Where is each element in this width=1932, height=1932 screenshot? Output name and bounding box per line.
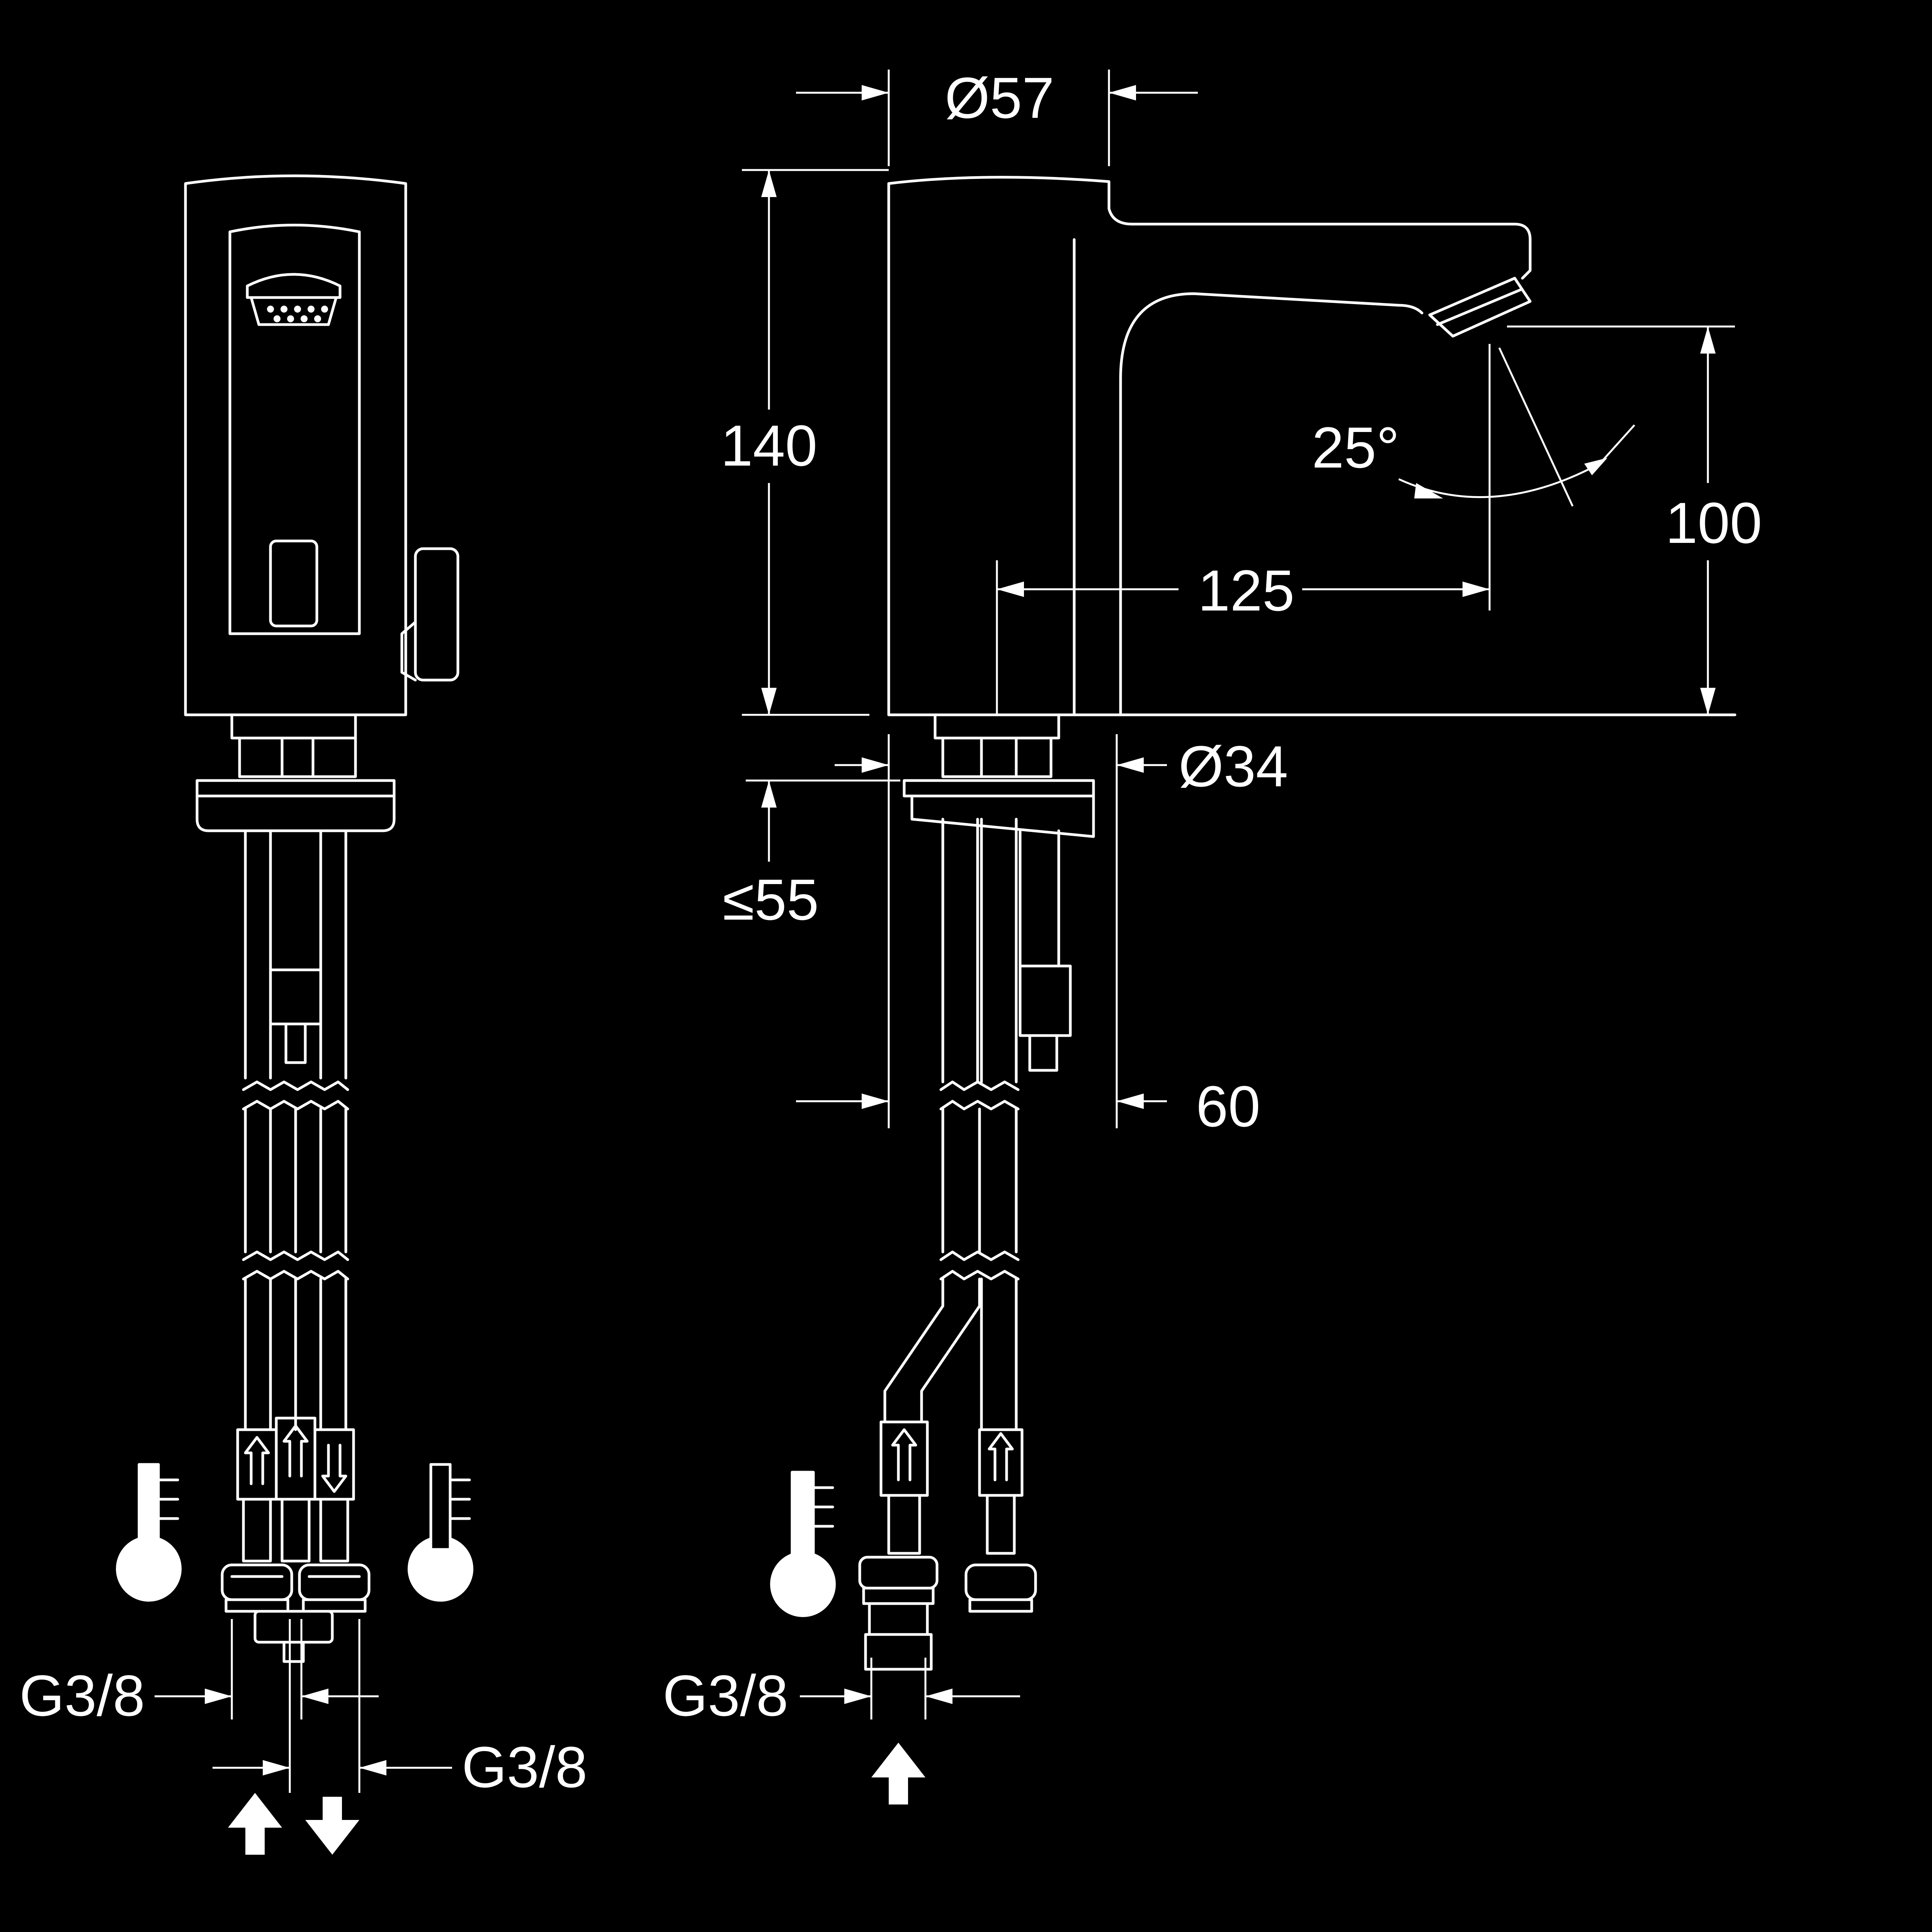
label-hole-offset: 60 [1196,1074,1260,1139]
dimension-lines [742,70,1735,1719]
thread-label-left-b: G3/8 [462,1735,587,1799]
side-view [858,176,1736,1671]
label-spout-height: 100 [1665,490,1762,555]
front-view [184,174,459,1663]
arrow-down-icon [305,1797,359,1855]
label-spout-reach: 125 [1198,558,1294,623]
thermometer-hot-icon-side [770,1471,836,1617]
arrow-up-icon-side [871,1743,925,1804]
label-height-total: 140 [721,413,817,478]
arrow-up-icon [228,1793,282,1855]
thread-dimension-left [155,1619,452,1793]
thread-label-left-a: G3/8 [19,1663,145,1728]
label-angle: 25° [1312,415,1400,480]
label-diameter-base: Ø34 [1179,734,1288,799]
thread-label-right: G3/8 [663,1663,788,1728]
label-max-thickness: ≤55 [723,867,819,932]
thermometer-hot-icon [116,1463,182,1602]
label-diameter-top: Ø57 [945,65,1054,130]
thermometer-cold-icon [408,1463,473,1602]
